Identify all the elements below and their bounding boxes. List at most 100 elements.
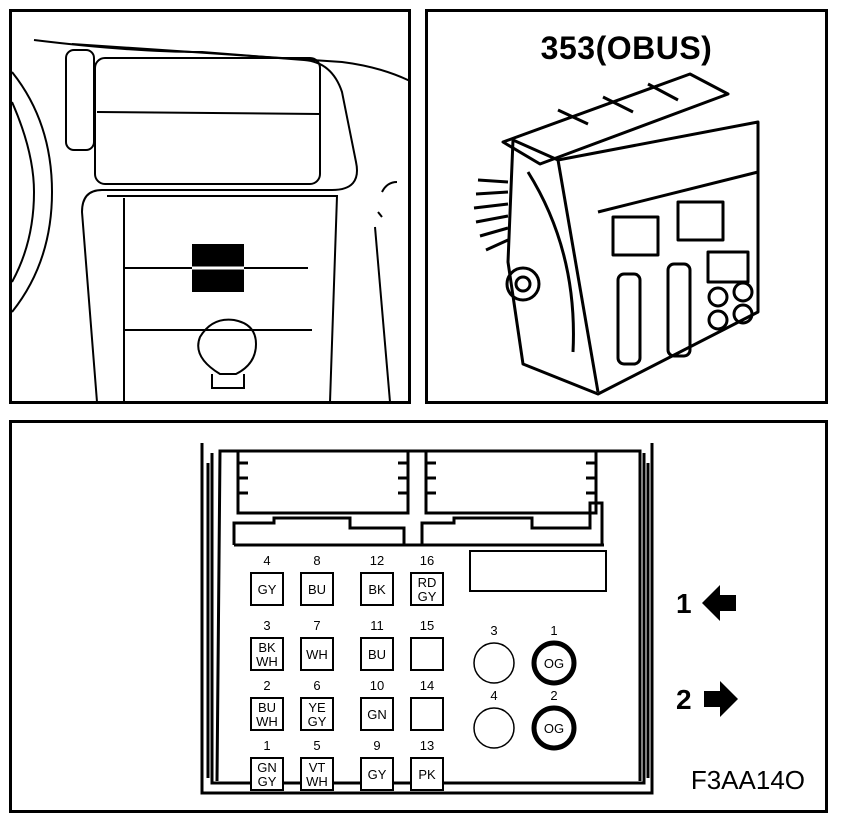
pin-4: 4GY — [250, 553, 284, 606]
dashboard-location-panel — [9, 9, 411, 404]
pin-number: 11 — [370, 618, 384, 633]
pin-wire-color: VT — [309, 760, 326, 775]
round-pin-circle — [473, 707, 515, 749]
arrow-1-left: 1 — [676, 585, 736, 621]
pin-number: 12 — [370, 553, 384, 568]
pin-wire-color: GY — [418, 589, 437, 604]
pin-box — [410, 572, 444, 606]
pin-wire-color: GY — [258, 774, 277, 789]
left-arrow-icon — [702, 585, 736, 621]
pin-wire-color: GY — [308, 714, 327, 729]
pin-box — [360, 757, 394, 791]
pin-14: 14 — [410, 678, 444, 731]
pin-7: 7WH — [300, 618, 334, 671]
round-pin-number: 4 — [490, 688, 497, 703]
pin-wire-color: PK — [418, 767, 436, 782]
round-pin-1: 1OG — [531, 623, 577, 686]
pinout-drawing: 4GY8BU12BK16RDGY3BKWH7WH11BU152BUWH6YEGY… — [200, 443, 738, 795]
pin-number: 10 — [370, 678, 384, 693]
round-pin-number: 2 — [550, 688, 557, 703]
pin-wire-color: GY — [368, 767, 387, 782]
pin-box — [410, 637, 444, 671]
round-pin-circle — [531, 640, 577, 686]
pin-number: 7 — [313, 618, 320, 633]
pin-number: 9 — [373, 738, 380, 753]
right-arrow-icon — [704, 681, 738, 717]
pin-box — [250, 697, 284, 731]
pin-number: 15 — [420, 618, 434, 633]
pin-box — [360, 637, 394, 671]
left-vent — [65, 49, 95, 151]
arrow-2-label: 2 — [676, 684, 692, 715]
round-pin-wire-color: OG — [544, 721, 564, 736]
pin-box — [250, 757, 284, 791]
pin-number: 1 — [263, 738, 270, 753]
pin-number: 16 — [420, 553, 434, 568]
pin-wire-color: GN — [367, 707, 387, 722]
pin-box — [300, 637, 334, 671]
pin-box — [250, 572, 284, 606]
gear-knob — [197, 318, 258, 375]
pin-box — [410, 697, 444, 731]
round-pin-number: 1 — [550, 623, 557, 638]
connector-title: 353(OBUS) — [540, 30, 713, 66]
pin-box — [300, 757, 334, 791]
pin-15: 15 — [410, 618, 444, 671]
pin-wire-color: GN — [257, 760, 277, 775]
pin-wire-color: YE — [308, 700, 326, 715]
pin-wire-color: WH — [256, 654, 278, 669]
connector-drawing — [473, 72, 760, 396]
pin-8: 8BU — [300, 553, 334, 606]
arrow-2-right: 2 — [676, 681, 738, 717]
figure-code: F3AA14O — [690, 765, 805, 795]
pin-wire-color: GY — [258, 582, 277, 597]
round-pin-wire-color: OG — [544, 656, 564, 671]
pin-box — [300, 572, 334, 606]
pin-wire-color: WH — [306, 647, 328, 662]
steering-wheel-outline — [12, 71, 54, 313]
pin-box — [410, 757, 444, 791]
pin-number: 4 — [263, 553, 270, 568]
display-screen — [94, 57, 321, 185]
round-pin-circle — [531, 705, 577, 751]
center-console — [107, 195, 339, 401]
pin-wire-color: WH — [256, 714, 278, 729]
pin-wire-color: BU — [258, 700, 276, 715]
dashboard-drawing — [12, 39, 408, 401]
connector-view-panel: 353(OBUS) — [425, 9, 828, 404]
connector-lid — [501, 72, 730, 166]
round-pin-circle — [473, 642, 515, 684]
pin-number: 13 — [420, 738, 434, 753]
pin-number: 6 — [313, 678, 320, 693]
pin-box — [360, 697, 394, 731]
round-pin-2: 2OG — [531, 688, 577, 751]
pin-box — [360, 572, 394, 606]
connector-body — [506, 120, 760, 396]
latch-ring — [505, 266, 541, 302]
pin-number: 14 — [420, 678, 434, 693]
round-pin-4: 4 — [473, 688, 515, 749]
pin-box — [250, 637, 284, 671]
blank-label-area — [469, 550, 607, 592]
pin-wire-color: RD — [418, 575, 437, 590]
round-pin-3: 3 — [473, 623, 515, 684]
pin-number: 8 — [313, 553, 320, 568]
pin-number: 5 — [313, 738, 320, 753]
pin-wire-color: BU — [308, 582, 326, 597]
pin-9: 9GY — [360, 738, 394, 791]
pin-wire-color: BK — [258, 640, 276, 655]
pin-wire-color: BK — [368, 582, 386, 597]
arrow-1-label: 1 — [676, 588, 692, 619]
pin-box — [300, 697, 334, 731]
